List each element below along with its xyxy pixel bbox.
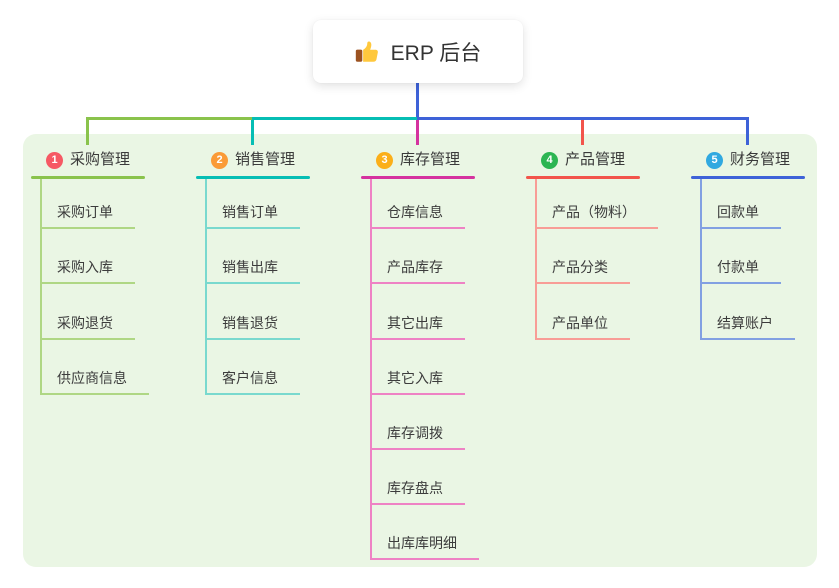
branch-title-label: 财务管理 bbox=[730, 151, 791, 168]
child-topic-sales-return[interactable]: 销售退货 bbox=[205, 315, 300, 340]
branch-title-purchase[interactable]: 1 采购管理 bbox=[46, 150, 130, 170]
branch-underline bbox=[691, 176, 805, 179]
connector-horizontal-blue bbox=[417, 117, 749, 120]
badge-4: 4 bbox=[541, 151, 558, 169]
badge-3: 3 bbox=[376, 151, 393, 169]
branch-title-label: 销售管理 bbox=[235, 151, 296, 168]
branch-child-rail bbox=[370, 179, 372, 560]
connector-drop-purchase bbox=[86, 120, 89, 145]
connector-drop-sales bbox=[251, 120, 254, 145]
child-topic-warehouse-info[interactable]: 仓库信息 bbox=[370, 204, 465, 229]
branch-underline bbox=[361, 176, 475, 179]
branch-title-label: 采购管理 bbox=[70, 151, 131, 168]
branch-title-sales[interactable]: 2 销售管理 bbox=[211, 150, 295, 170]
branch-title-product[interactable]: 4 产品管理 bbox=[541, 150, 625, 170]
child-topic-other-outbound[interactable]: 其它出库 bbox=[370, 315, 465, 340]
child-topic-inout-detail[interactable]: 出库库明细 bbox=[370, 535, 479, 560]
child-topic-stock-transfer[interactable]: 库存调拨 bbox=[370, 425, 465, 450]
branch-title-label: 库存管理 bbox=[400, 151, 461, 168]
root-topic-label: ERP 后台 bbox=[390, 41, 482, 65]
child-topic-purchase-return[interactable]: 采购退货 bbox=[40, 315, 135, 340]
child-topic-stock-count[interactable]: 库存盘点 bbox=[370, 480, 465, 505]
branch-child-rail bbox=[40, 179, 42, 395]
child-topic-receipt-bill[interactable]: 回款单 bbox=[700, 204, 781, 229]
branch-underline bbox=[31, 176, 145, 179]
root-topic[interactable]: ERP 后台 bbox=[313, 20, 523, 83]
child-topic-customer-info[interactable]: 客户信息 bbox=[205, 370, 300, 395]
branch-title-finance[interactable]: 5 财务管理 bbox=[706, 150, 790, 170]
child-topic-payment-bill[interactable]: 付款单 bbox=[700, 259, 781, 284]
child-topic-sales-order[interactable]: 销售订单 bbox=[205, 204, 300, 229]
branch-child-rail bbox=[205, 179, 207, 395]
branch-title-label: 产品管理 bbox=[565, 151, 626, 168]
child-topic-sales-outbound[interactable]: 销售出库 bbox=[205, 259, 300, 284]
child-topic-product-category[interactable]: 产品分类 bbox=[535, 259, 630, 284]
child-topic-settlement-account[interactable]: 结算账户 bbox=[700, 315, 795, 340]
child-topic-purchase-inbound[interactable]: 采购入库 bbox=[40, 259, 135, 284]
branch-child-rail bbox=[700, 179, 702, 340]
branch-title-inventory[interactable]: 3 库存管理 bbox=[376, 150, 460, 170]
connector-root-stem bbox=[416, 83, 419, 117]
child-topic-purchase-order[interactable]: 采购订单 bbox=[40, 204, 135, 229]
connector-drop-inventory bbox=[416, 120, 419, 145]
thumbs-up-icon bbox=[355, 39, 381, 65]
child-topic-other-inbound[interactable]: 其它入库 bbox=[370, 370, 465, 395]
child-topic-product-unit[interactable]: 产品单位 bbox=[535, 315, 630, 340]
branch-underline bbox=[526, 176, 640, 179]
connector-horizontal-green bbox=[86, 117, 254, 120]
connector-drop-finance bbox=[746, 120, 749, 145]
badge-5: 5 bbox=[706, 151, 723, 169]
badge-1: 1 bbox=[46, 151, 63, 169]
child-topic-product-stock[interactable]: 产品库存 bbox=[370, 259, 465, 284]
branch-underline bbox=[196, 176, 310, 179]
branch-child-rail bbox=[535, 179, 537, 340]
child-topic-product-material[interactable]: 产品（物料） bbox=[535, 204, 658, 229]
connector-drop-product bbox=[581, 120, 584, 145]
badge-2: 2 bbox=[211, 151, 228, 169]
connector-horizontal-teal bbox=[252, 117, 418, 120]
child-topic-supplier-info[interactable]: 供应商信息 bbox=[40, 370, 149, 395]
branches-background-panel bbox=[23, 134, 817, 567]
